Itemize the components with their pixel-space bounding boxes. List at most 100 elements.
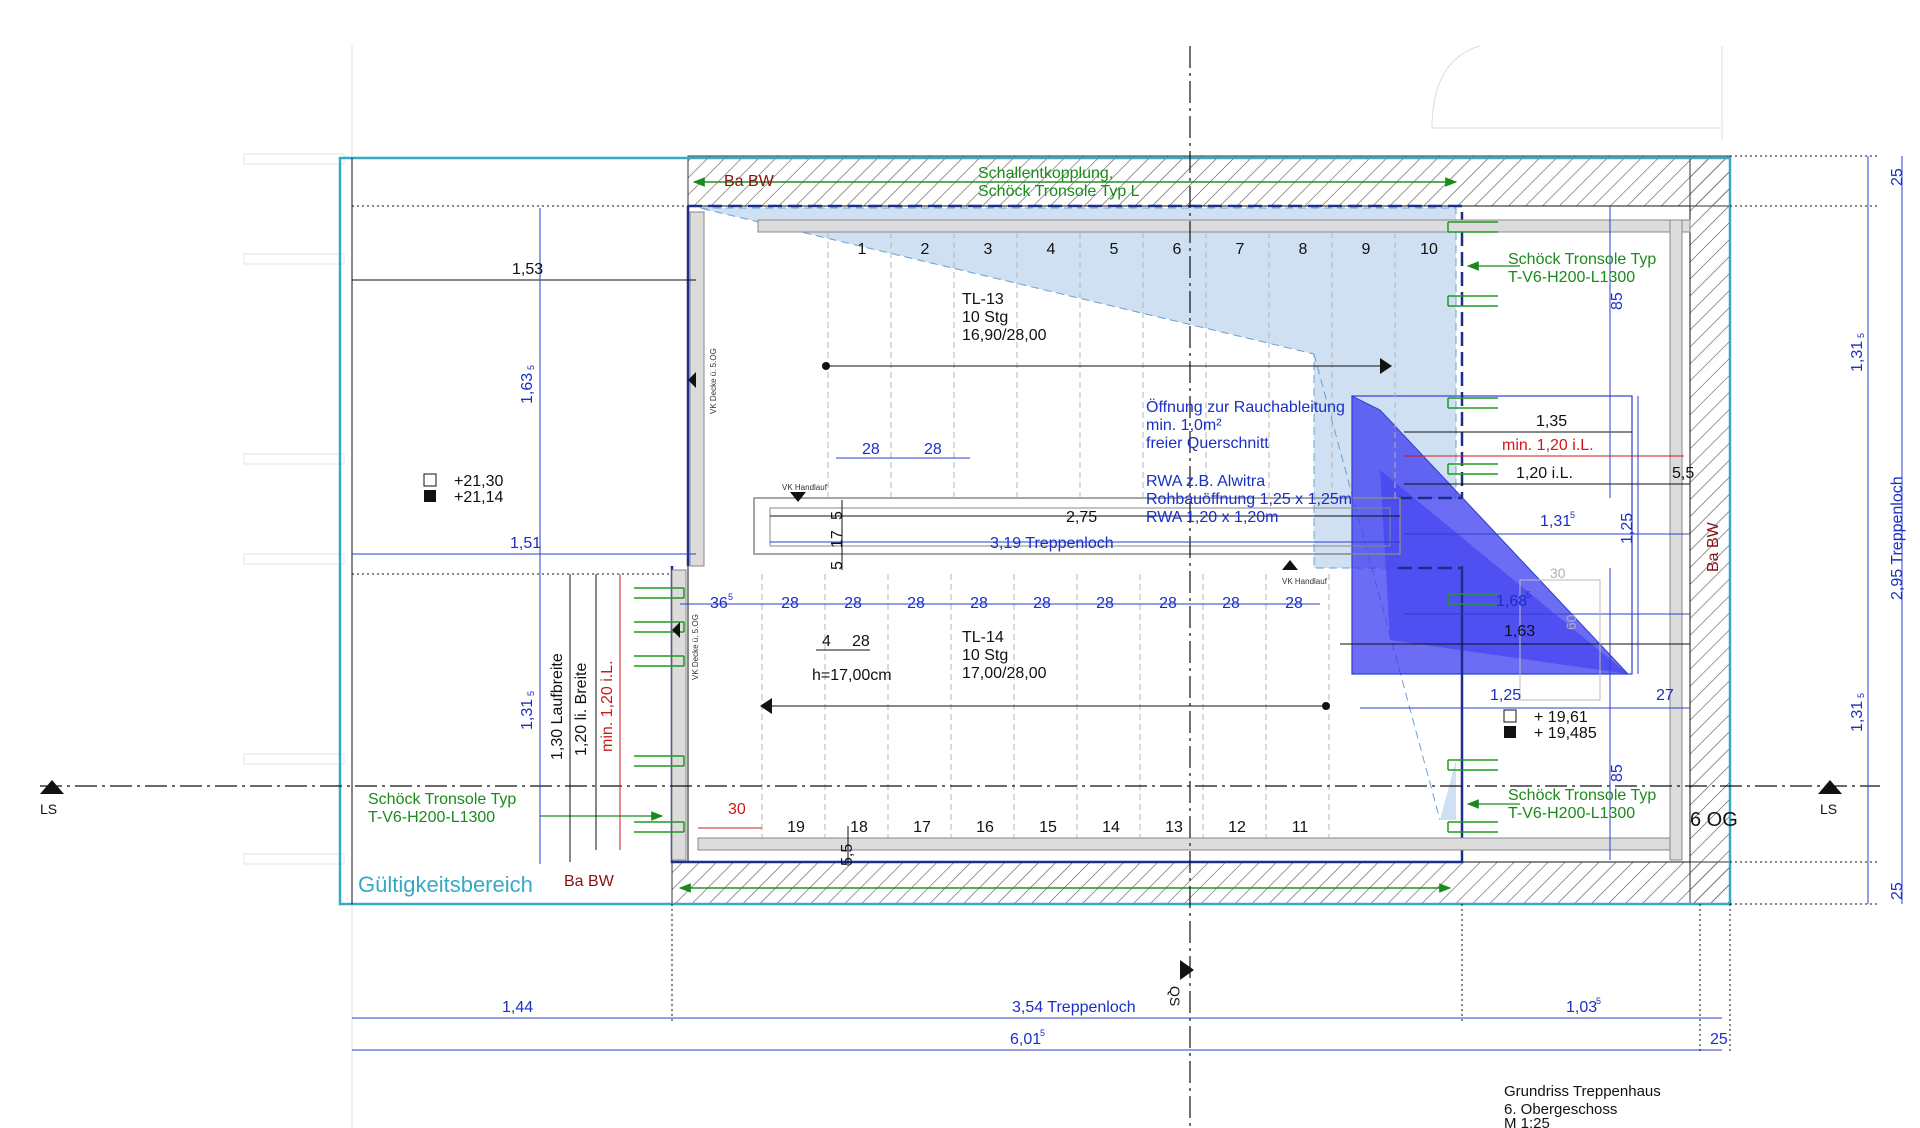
dim-5-a: 5 xyxy=(829,511,846,520)
handrail-marker-lower xyxy=(1282,560,1298,570)
tronsole-top-right-2: T-V6-H200-L1300 xyxy=(1508,269,1635,286)
dim-4: 4 xyxy=(822,633,831,650)
rwa-note-2: Rohbauöffnung 1,25 x 1,25m xyxy=(1146,491,1352,508)
upper-step-number: 2 xyxy=(921,241,930,258)
dim-5-b: 5 xyxy=(829,561,846,570)
lower-step-number: 19 xyxy=(787,819,805,836)
qs-label: QS xyxy=(1167,986,1183,1006)
dimension-lines xyxy=(352,155,1903,1054)
lower-step-number: 15 xyxy=(1039,819,1057,836)
dim-25-bottom: 25 xyxy=(1710,1031,1728,1048)
title-line-1: Grundriss Treppenhaus xyxy=(1504,1083,1661,1100)
ceiling-marker-lower xyxy=(672,622,680,638)
tl14-label-3: 17,00/28,00 xyxy=(962,665,1047,682)
void-projection-tail xyxy=(1440,760,1456,820)
validity-area-label: Gültigkeitsbereich xyxy=(358,872,533,897)
dim-30-grey: 30 xyxy=(1550,565,1566,581)
dim-1-44: 1,44 xyxy=(502,999,533,1016)
clear-width-label: 1,20 li. Breite xyxy=(573,663,590,756)
dim-1-31-left: 1,31 xyxy=(519,699,536,730)
vk-handlauf-lower: VK Handlauf xyxy=(1282,577,1328,586)
tronsole-bearings xyxy=(634,221,1498,833)
opening-note-2: min. 1,0m² xyxy=(1146,417,1222,434)
dim-27: 27 xyxy=(1656,687,1674,704)
upper-step-number: 5 xyxy=(1110,241,1119,258)
dim-1-68: 1,68 xyxy=(1496,593,1527,610)
dim-25-top: 25 xyxy=(1889,168,1906,186)
dim-36: 36 xyxy=(710,595,728,612)
dim-1-25-vertical: 1,25 xyxy=(1619,513,1636,544)
dim-1-03: 1,03 xyxy=(1566,999,1597,1016)
lower-step-number: 18 xyxy=(850,819,868,836)
labels: Ba BW Ba BW Ba BW Schallentkopplung, Sch… xyxy=(40,165,1837,1128)
upper-step-number: 9 xyxy=(1362,241,1371,258)
wall-right xyxy=(1689,155,1731,905)
lower-step-number: 13 xyxy=(1165,819,1183,836)
dim-25-right: 25 xyxy=(1889,882,1906,900)
dim-1-31-mid-sup: 5 xyxy=(1570,510,1575,520)
level-symbols xyxy=(423,473,1517,738)
dim-5-5-bottom: 5,5 xyxy=(839,844,856,866)
title-line-3: M 1:25 xyxy=(1504,1115,1550,1128)
ba-bw-bottom: Ba BW xyxy=(564,873,615,890)
vk-decke-lower: VK Decke ü. 5.OG xyxy=(691,614,700,680)
landing-grey-box xyxy=(1519,579,1601,701)
lower-step-number: 11 xyxy=(1292,819,1309,836)
riser-height-label: h=17,00cm xyxy=(812,667,892,684)
ceiling-marker-upper xyxy=(688,372,696,388)
dim-1-31-mid: 1,31 xyxy=(1540,513,1571,530)
tronsole-bottom-left-1: Schöck Tronsole Typ xyxy=(368,791,516,808)
upper-step-number: 1 xyxy=(858,241,867,258)
dim-1-03-sup: 5 xyxy=(1596,996,1601,1006)
dim-1-25-horizontal: 1,25 xyxy=(1490,687,1521,704)
tronsole-bottom-left-2: T-V6-H200-L1300 xyxy=(368,809,495,826)
dim-1-35: 1,35 xyxy=(1536,413,1567,430)
lower-step-number: 12 xyxy=(1228,819,1246,836)
dimension-texts: 1,53 1,51 1,63 5 1,31 5 2,75 3,19 Treppe… xyxy=(502,168,1906,1048)
schallentkopplung-2: Schöck Tronsole Typ L xyxy=(978,183,1140,200)
tl14-label-1: TL-14 xyxy=(962,629,1004,646)
dim-1-63-right: 1,63 xyxy=(1504,623,1535,640)
vk-handlauf-upper: VK Handlauf xyxy=(782,483,828,492)
dim-6-01: 6,01 xyxy=(1010,1031,1041,1048)
dim-3-19: 3,19 Treppenloch xyxy=(990,535,1114,552)
upper-step-number: 6 xyxy=(1173,241,1182,258)
dim-85-bottom: 85 xyxy=(1609,764,1626,782)
rwa-smoke-vent xyxy=(1351,395,1633,675)
validity-area-outline xyxy=(338,156,1732,906)
dim-1-63-sup: 5 xyxy=(526,365,536,370)
flight-width-label: 1,30 Laufbreite xyxy=(549,653,566,760)
tronsole-bottom-right-1: Schöck Tronsole Typ xyxy=(1508,787,1656,804)
rwa-note-3: RWA 1,20 x 1,20m xyxy=(1146,509,1279,526)
section-axes xyxy=(40,46,1880,1128)
dim-1-63: 1,63 xyxy=(519,373,536,404)
wall-bottom xyxy=(671,861,1731,905)
dim-36-sup: 5 xyxy=(728,592,733,602)
opening-note-1: Öffnung zur Rauchableitung xyxy=(1146,398,1345,416)
upper-step-number: 10 xyxy=(1420,241,1438,258)
dim-5-5-right: 5,5 xyxy=(1672,465,1694,482)
title-line-2: 6. Obergeschoss xyxy=(1504,1101,1617,1118)
tl13-label-2: 10 Stg xyxy=(962,309,1008,326)
dim-1-68-sup: 5 xyxy=(1526,590,1531,600)
dim-1-20-il: 1,20 i.L. xyxy=(1516,465,1573,482)
ls-label-right: LS xyxy=(1820,801,1837,817)
dim-1-53: 1,53 xyxy=(512,261,543,278)
dim-28-c: 28 xyxy=(852,633,870,650)
rwa-note-1: RWA z.B. Alwitra xyxy=(1146,473,1265,490)
dim-30-red: 30 xyxy=(728,801,746,818)
tronsole-bottom-right-2: T-V6-H200-L1300 xyxy=(1508,805,1635,822)
dim-1-31-left-sup: 5 xyxy=(526,691,536,696)
tl13-label-1: TL-13 xyxy=(962,291,1004,308)
upper-flight-treads xyxy=(827,232,1396,498)
tronsole-top-right-1: Schöck Tronsole Typ xyxy=(1508,251,1656,268)
vk-decke-upper: VK Decke ü. 5.OG xyxy=(709,348,718,414)
dim-2-95: 2,95 Treppenloch xyxy=(1889,476,1906,600)
tl13-label-3: 16,90/28,00 xyxy=(962,327,1047,344)
dim-28-a: 28 xyxy=(862,441,880,458)
lower-step-number: 14 xyxy=(1102,819,1120,836)
ba-bw-right: Ba BW xyxy=(1705,521,1722,572)
ls-marker-left xyxy=(40,780,64,794)
